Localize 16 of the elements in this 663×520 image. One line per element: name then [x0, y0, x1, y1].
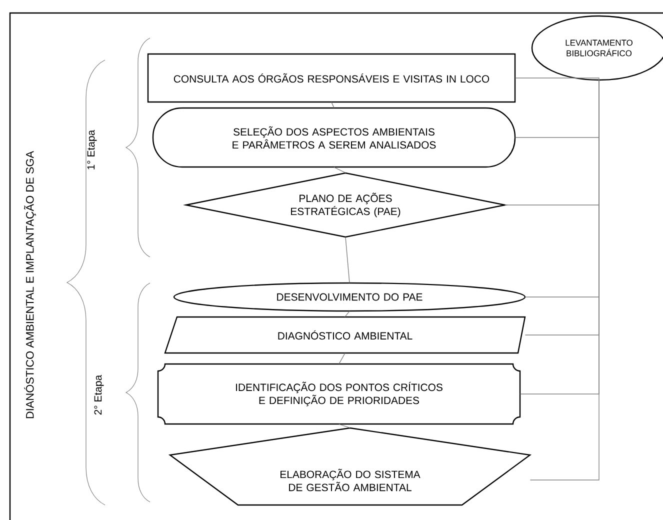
- rotated-label: 2° Etapa: [94, 374, 104, 415]
- connector-line: [530, 80, 600, 480]
- rotated-label: 1° Etapa: [87, 130, 97, 170]
- connector-line: [345, 236, 350, 284]
- connector-line: [331, 102, 334, 108]
- parallelogram-box: DIAGNÓSTICO AMBIENTAL: [164, 316, 526, 354]
- process-box: CONSULTA AOS ÓRGÃOS RESPONSÁVEIS E VISITAS IN LOCO: [147, 53, 516, 103]
- rotated-label: DIANÓSTICO AMBIENTAL E IMPLANTAÇÃO DE SGA: [24, 150, 36, 418]
- connector-line: [334, 166, 346, 174]
- notched-box: IDENTIFICAÇÃO DOS PONTOS CRÍTICOS E DEFINIÇÃO DE PRIORIDADES: [157, 363, 521, 425]
- rounded-box: SELEÇÃO DOS ASPECTOS AMBIENTAIS E PARÂMETROS A SEREM ANALISADOS: [152, 107, 516, 168]
- connector-line: [514, 78, 600, 81]
- connector-line: [344, 310, 350, 318]
- connector-line: [338, 424, 350, 428]
- connector-line: [338, 352, 346, 364]
- ellipse-node: DESENVOLVIMENTO DO PAE: [173, 282, 526, 312]
